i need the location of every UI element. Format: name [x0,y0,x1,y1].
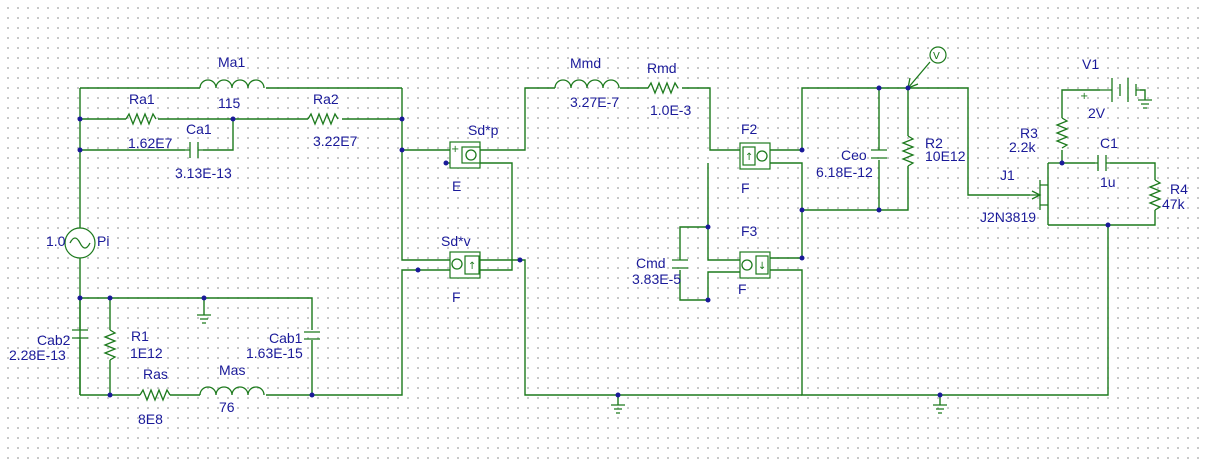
wires [79,87,1156,405]
label-F2-type: F [741,180,750,196]
label-J1-name: J1 [1000,167,1015,183]
resistor-R4[interactable] [1148,179,1162,211]
capacitor-Cab2[interactable] [72,329,88,339]
resistor-Ra2[interactable] [307,112,339,126]
label-Ras-value: 8E8 [138,411,163,427]
label-Sdp-type: E [452,178,461,194]
resistor-R3[interactable] [1055,117,1069,149]
inductor-Ma1[interactable] [199,79,265,89]
capacitor-Ceo[interactable] [871,149,887,159]
resistor-Ras[interactable] [139,388,171,402]
capacitor-Cab1[interactable] [304,331,320,340]
label-C1-name: C1 [1100,135,1118,151]
label-F3-type: F [738,281,747,297]
jfet-J1[interactable] [1030,180,1048,210]
label-Ma1-value: 115 [218,95,241,111]
label-Sdp-name: Sd*p [468,122,499,138]
label-Ceo-value: 6.18E-12 [816,164,873,180]
controlled-source-F2[interactable]: ↑ [739,142,771,170]
label-Ca1-name: Ca1 [186,121,212,137]
resistor-R1[interactable] [103,329,117,361]
label-Pi-value: 1.0 [46,233,66,249]
label-R2-value: 10E12 [925,148,966,164]
svg-text:+: + [451,144,459,155]
label-Cmd-value: 3.83E-5 [632,271,681,287]
labels: Ma1 115 Ra1 1.62E7 Ca1 3.13E-13 Ra2 3.22… [9,54,1188,427]
label-Rmd-name: Rmd [647,60,677,76]
label-R4-name: R4 [1170,181,1188,197]
capacitor-C1[interactable] [1095,155,1110,171]
svg-text:↓: ↓ [758,261,766,272]
label-Ras-name: Ras [143,366,168,382]
svg-text:+: + [1080,91,1088,102]
label-Cab1-value: 1.63E-15 [246,345,303,361]
label-Mas-value: 76 [219,399,235,415]
label-R1-value: 1E12 [130,345,163,361]
label-C1-value: 1u [1100,174,1116,190]
label-F3-name: F3 [741,223,758,239]
ground-icon [933,404,947,414]
label-V1-name: V1 [1082,56,1099,72]
label-F2-name: F2 [741,121,758,137]
label-R2-name: R2 [925,135,943,151]
controlled-source-F3[interactable]: ↓ [739,251,771,279]
label-Mas-name: Mas [219,362,245,378]
label-R1-name: R1 [131,328,149,344]
label-R3-name: R3 [1020,125,1038,141]
label-Ra2-name: Ra2 [313,91,339,107]
label-Cab1-name: Cab1 [269,330,303,346]
voltage-probe-icon[interactable]: V [907,46,947,89]
resistor-R2[interactable] [901,135,915,167]
label-V1-value: 2V [1088,105,1106,121]
resistor-Ra1[interactable] [125,112,157,126]
capacitor-Cmd[interactable] [672,259,688,269]
capacitor-Ca1[interactable] [185,142,203,158]
label-Sdv-type: F [452,289,461,305]
svg-text:V: V [933,51,940,62]
svg-text:↑: ↑ [468,261,476,272]
label-Mmd-value: 3.27E-7 [570,94,619,110]
junction-dots [77,85,1111,398]
label-Ra2-value: 3.22E7 [313,133,358,149]
label-Cab2-name: Cab2 [37,332,71,348]
sine-source-icon[interactable] [64,227,96,259]
label-Rmd-value: 1.0E-3 [650,102,691,118]
controlled-source-Sdp[interactable]: + [449,141,481,169]
ground-icon [197,314,211,324]
ground-icon [1138,99,1152,109]
battery-V1[interactable]: + [1080,78,1140,102]
label-Ca1-value: 3.13E-13 [175,165,232,181]
inductor-Mmd[interactable] [554,79,620,89]
label-Ceo-name: Ceo [841,147,867,163]
label-Ra1-value: 1.62E7 [128,135,173,151]
label-Cmd-name: Cmd [636,255,666,271]
label-Pi-name: Pi [97,233,109,249]
resistor-Rmd[interactable] [647,81,679,95]
controlled-source-Sdv[interactable]: ↑ [449,251,481,279]
label-Ra1-name: Ra1 [129,91,155,107]
label-Cab2-value: 2.28E-13 [9,347,66,363]
ground-icon [611,404,625,414]
inductor-Mas[interactable] [199,386,265,396]
label-Ma1-name: Ma1 [218,54,245,70]
label-R3-value: 2.2k [1009,139,1036,155]
svg-text:↑: ↑ [745,152,753,163]
label-Mmd-name: Mmd [570,55,601,71]
label-Sdv-name: Sd*v [441,233,471,249]
label-R4-value: 47k [1162,196,1186,212]
label-J1-value: J2N3819 [980,209,1036,225]
